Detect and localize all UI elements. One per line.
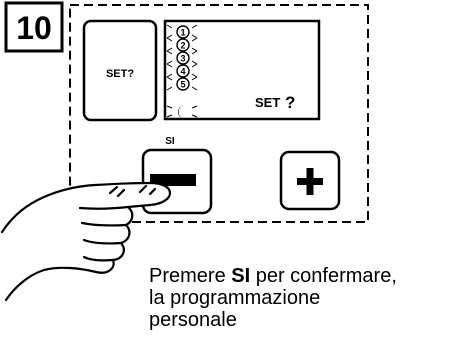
program-sun-icon-5: 5 [166,76,198,91]
si-label: SI [165,136,175,147]
caption-line-3: personale [149,309,237,331]
step-badge: 10 [4,1,64,53]
program-number: 2 [180,41,185,51]
caption-line-2: la programmazione [149,287,321,309]
moon-icon [166,105,198,119]
plus-button[interactable] [279,150,341,211]
minus-icon [150,174,196,186]
program-number: 5 [180,80,185,90]
program-sun-icon-2: 2 [166,37,198,52]
program-number: 1 [180,28,185,38]
set-button[interactable]: SET? [82,19,158,122]
plus-icon [297,168,323,195]
program-sun-icon-4: 4 [166,63,198,78]
program-sun-icon-1: 1 [166,24,198,39]
lcd-display: 1 2 3 4 5 SET ? [163,19,321,121]
set-button-label: SET? [106,68,134,80]
display-question-mark: ? [285,93,295,112]
program-sun-icon-3: 3 [166,50,198,65]
caption-text-2: per confermare, [250,265,397,287]
caption-text-1: Premere [149,265,232,287]
caption-bold-si: SI [231,265,251,287]
display-set-text: SET [255,95,280,110]
program-number: 4 [180,67,185,77]
step-number: 10 [16,10,52,46]
instruction-caption: Premere SI per confermare,la programmazi… [149,265,449,331]
program-number: 3 [180,54,185,64]
pressing-hand [0,181,172,302]
program-list: 1 2 3 4 5 [166,24,198,91]
